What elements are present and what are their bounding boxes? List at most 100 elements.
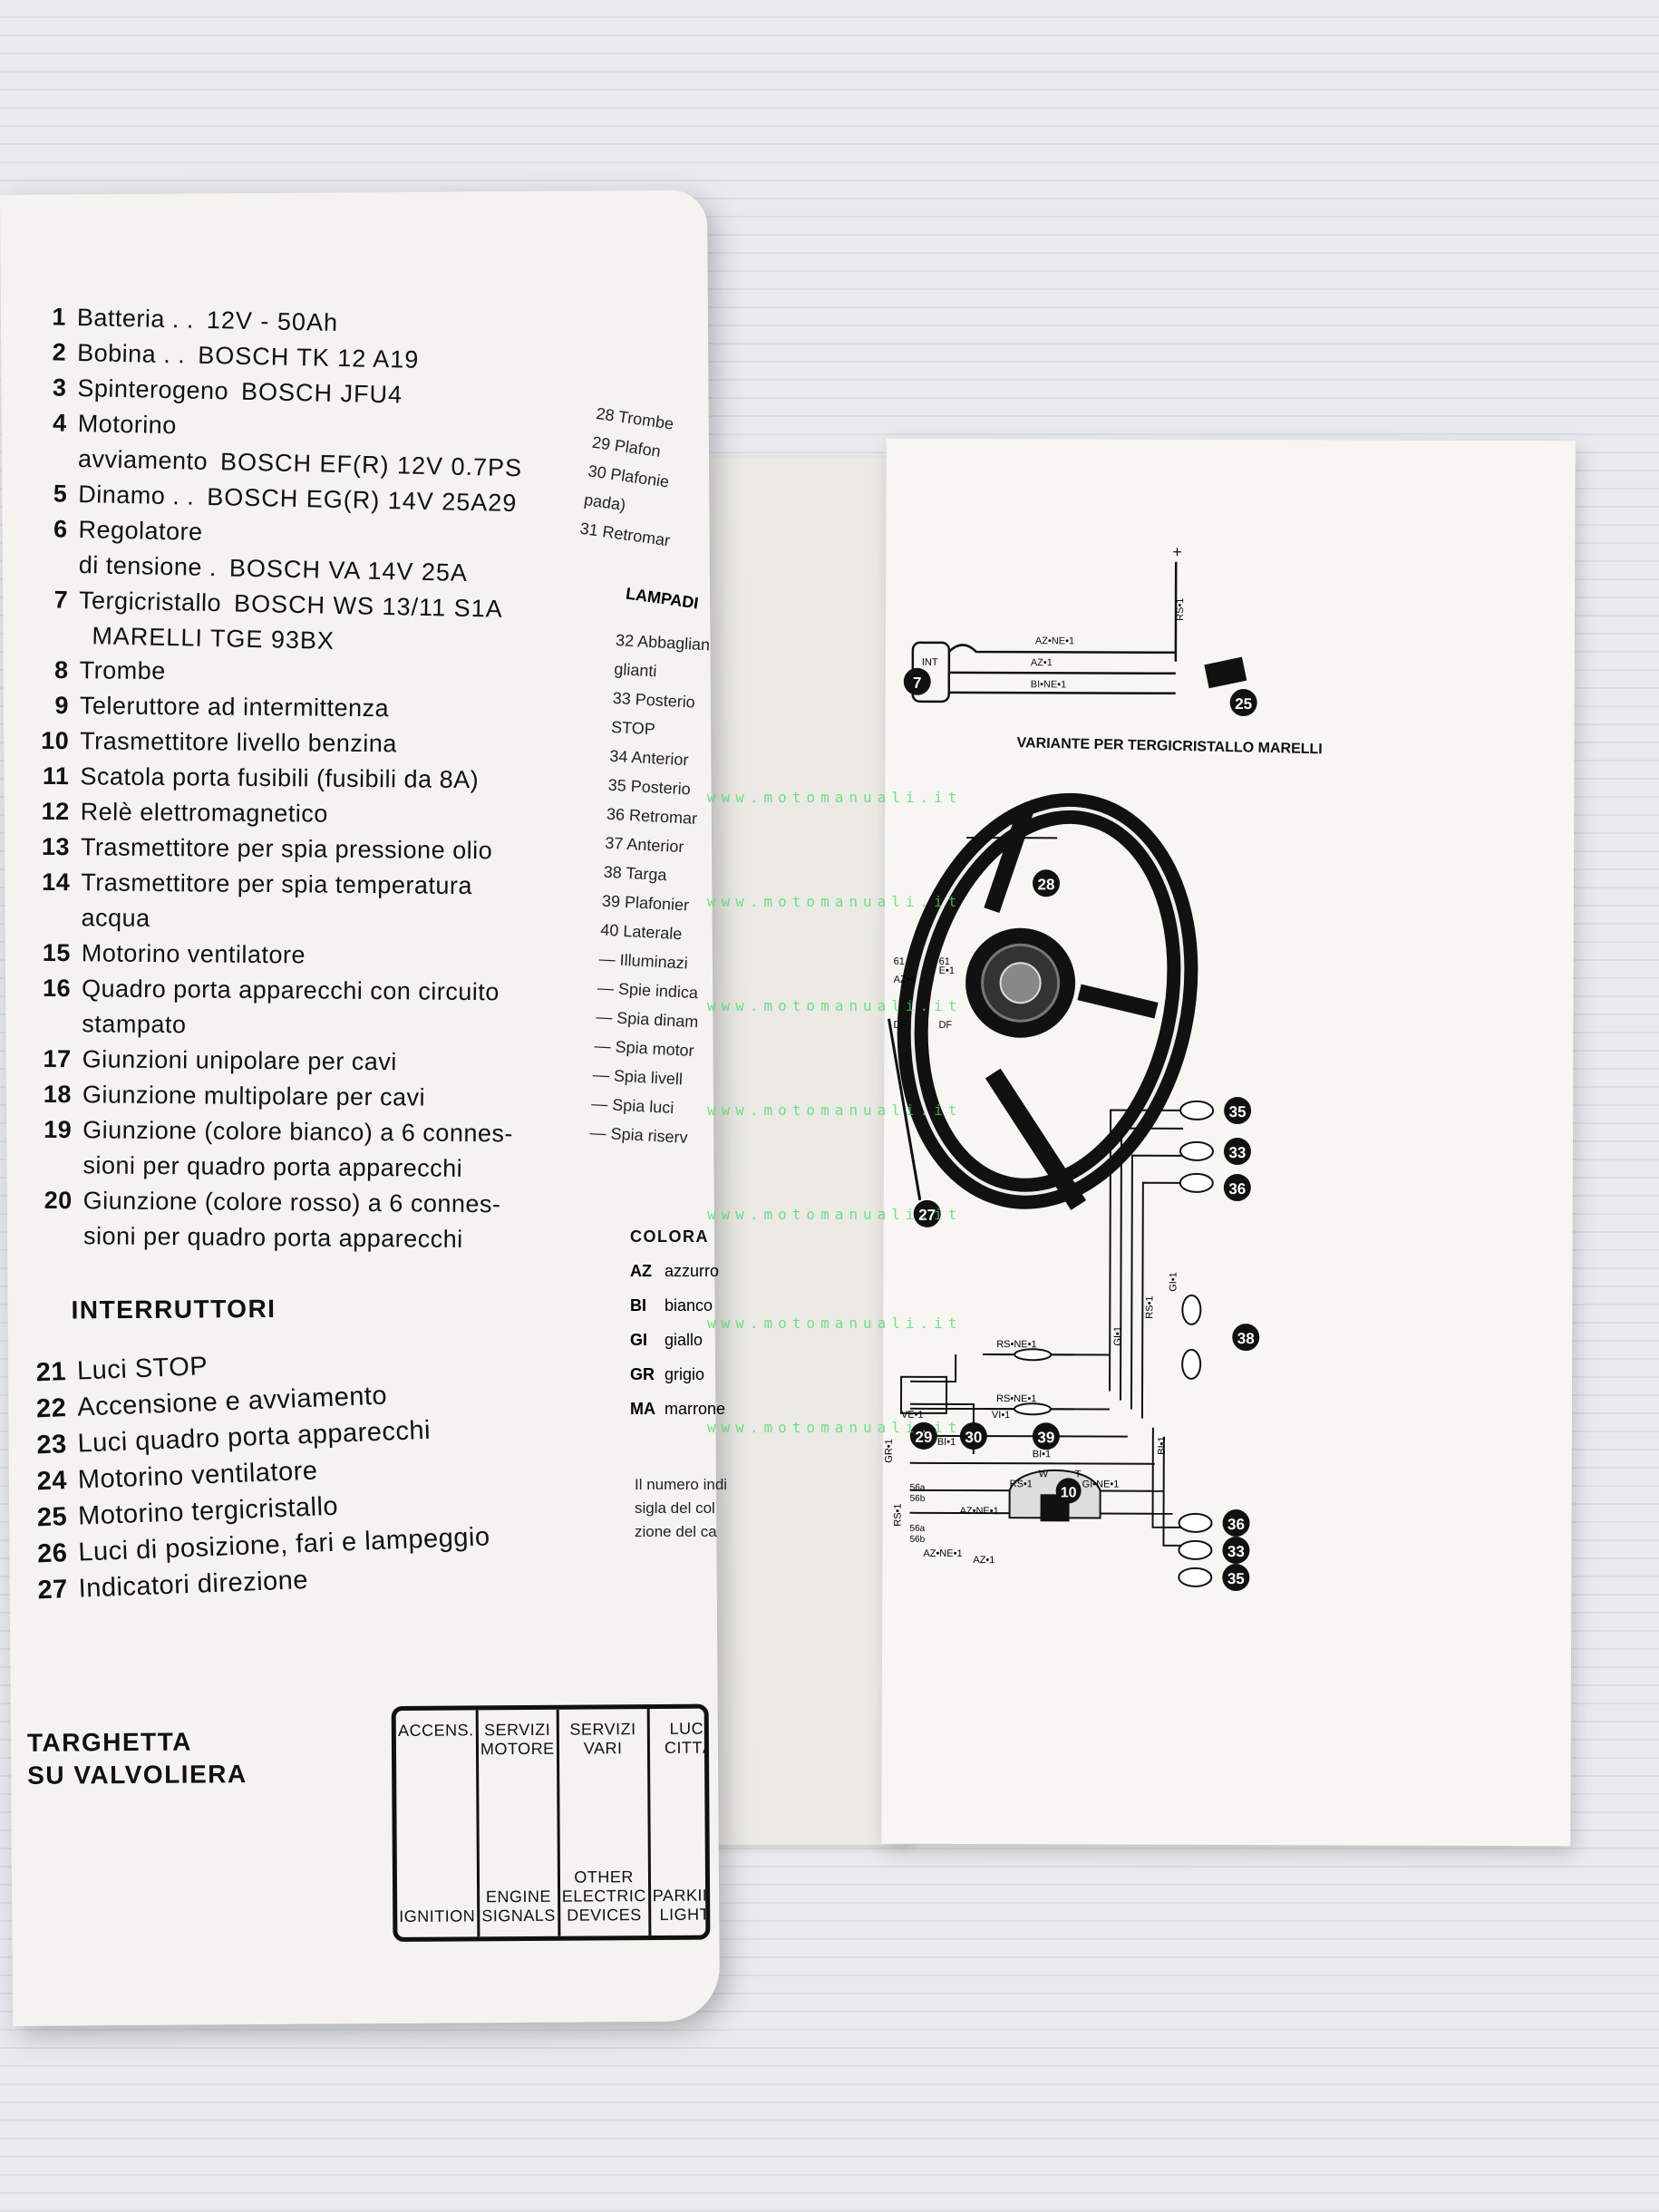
component-item: sioni per quadro porta apparecchi (32, 1148, 594, 1188)
callout-29: 29 (909, 1421, 937, 1450)
note-line: Il numero indi (635, 1476, 728, 1493)
switch-number: 26 (36, 1538, 69, 1569)
switch-name: Luci STOP (76, 1352, 209, 1386)
plate-title: TARGHETTA SU VALVOLIERA (27, 1725, 247, 1792)
callout-35b-label: 35 (1227, 1570, 1245, 1587)
component-number: 9 (54, 692, 70, 720)
terminal-label: 56a (910, 1483, 926, 1493)
component-spec: BOSCH JFU4 (240, 377, 403, 409)
switch-number: 24 (36, 1466, 68, 1497)
callout-39: 39 (1032, 1422, 1060, 1450)
component-number: 12 (41, 797, 70, 826)
wiring-diagram: 25 7 AZ•NE•1 AZ•1 BI•NE•1 RS•1 + VARIANT… (884, 543, 1323, 1592)
wiper-variant (911, 561, 1247, 703)
callout-28: 28 (1032, 869, 1060, 897)
callout-27: 27 (913, 1199, 941, 1227)
callout-7-label: 7 (913, 674, 922, 692)
terminal-label: 61 (894, 956, 905, 967)
lamp-item: — Spia riserv (589, 1123, 689, 1147)
plate-column-top: LUCI CITTÀ (664, 1719, 711, 1757)
callout-33b-label: 33 (1227, 1543, 1245, 1560)
color-name: azzurro (665, 1262, 720, 1280)
component-item: stampato (31, 1006, 593, 1046)
terminal-label: 56b (909, 1535, 925, 1545)
component-name: Motorino (77, 409, 178, 440)
wire-label: VE•1 (901, 1410, 924, 1421)
wire-label: GI•NE•1 (1082, 1479, 1120, 1489)
wire-label: GI•1 (1168, 1272, 1179, 1292)
component-number (27, 441, 68, 477)
component-name: Giunzione (colore rosso) a 6 connes- (82, 1187, 501, 1218)
component-number (28, 617, 69, 654)
terminal-label: 61 (939, 956, 950, 967)
wire-label: RS•1 (1175, 598, 1186, 621)
callout-30: 30 (959, 1422, 987, 1450)
component-number: 2 (52, 338, 67, 366)
callout-10: 10 (1055, 1478, 1082, 1504)
wire-label: BI•1 (1157, 1436, 1168, 1454)
component-number: 6 (53, 515, 68, 543)
wire-label: RS•NE•1 (996, 1339, 1036, 1350)
note-line: zione del ca (635, 1523, 717, 1540)
watermark-text: www.motomanuali.it (707, 893, 963, 910)
switch-name: Indicatori direzione (78, 1565, 309, 1604)
wire-label: AZ•NE•1 (960, 1506, 999, 1517)
callout-36b-label: 36 (1227, 1516, 1245, 1533)
wire-label: BI•1 (1033, 1449, 1051, 1460)
component-number (33, 1218, 73, 1254)
terminal-label: 56a (909, 1524, 925, 1534)
component-name: Giunzione (colore bianco) a 6 connes- (82, 1116, 514, 1148)
component-number (27, 547, 68, 583)
foldout-wiring-page: 25 7 AZ•NE•1 AZ•1 BI•NE•1 RS•1 + VARIANT… (881, 438, 1576, 1847)
callout-27-label: 27 (918, 1207, 936, 1224)
component-item: 19 Giunzione (colore bianco) a 6 connes- (32, 1112, 594, 1152)
component-name: stampato (82, 1010, 187, 1039)
component-number: 19 (44, 1115, 73, 1144)
component-number (30, 900, 70, 936)
watermark-text: www.motomanuali.it (707, 997, 963, 1014)
plate-column-bottom: OTHER ELECTRIC DEVICES (561, 1868, 646, 1925)
callout-33: 33 (1223, 1138, 1251, 1166)
component-number: 1 (52, 303, 67, 331)
plate-column-top: ACCENS. (398, 1721, 474, 1740)
component-spec: 12V - 50Ah (206, 306, 339, 337)
callout-25-label: 25 (1235, 695, 1252, 713)
wire-label: AZ•NE•1 (1035, 635, 1074, 646)
plate-column: LUCI CITTÀ PARKING LIGHTS (649, 1708, 711, 1936)
component-name: Spinterogeno (77, 374, 229, 405)
wire-label: AZ•1 (973, 1555, 994, 1566)
callout-35b: 35 (1222, 1564, 1250, 1592)
component-name: sioni per quadro porta apparecchi (82, 1222, 463, 1253)
terminal-label: INT (922, 657, 938, 668)
component-name: Trasmettitore per spia pressione olio (80, 833, 493, 865)
component-number: 10 (41, 726, 70, 755)
wire-label: BI•1 (937, 1437, 956, 1448)
switch-number: 22 (35, 1393, 67, 1424)
callout-36b: 36 (1222, 1509, 1250, 1538)
callout-10-label: 10 (1061, 1485, 1077, 1500)
component-name: sioni per quadro porta apparecchi (82, 1151, 463, 1182)
plate-title-line1: TARGHETTA (26, 1727, 193, 1757)
fuse-plate-table: ACCENS. IGNITION SERVIZI MOTORE ENGINE S… (391, 1703, 711, 1943)
component-name: acqua (81, 904, 150, 932)
wire-label: RS•1 (1144, 1295, 1155, 1318)
switch-number: 27 (36, 1575, 69, 1606)
component-number: 20 (44, 1186, 73, 1215)
bulb-group-front (1178, 1100, 1215, 1587)
terminal-label: DF (938, 1020, 952, 1031)
callout-29-label: 29 (915, 1429, 932, 1446)
component-number: 4 (52, 409, 68, 437)
plate-column: SERVIZI VARI OTHER ELECTRIC DEVICES (558, 1709, 652, 1936)
